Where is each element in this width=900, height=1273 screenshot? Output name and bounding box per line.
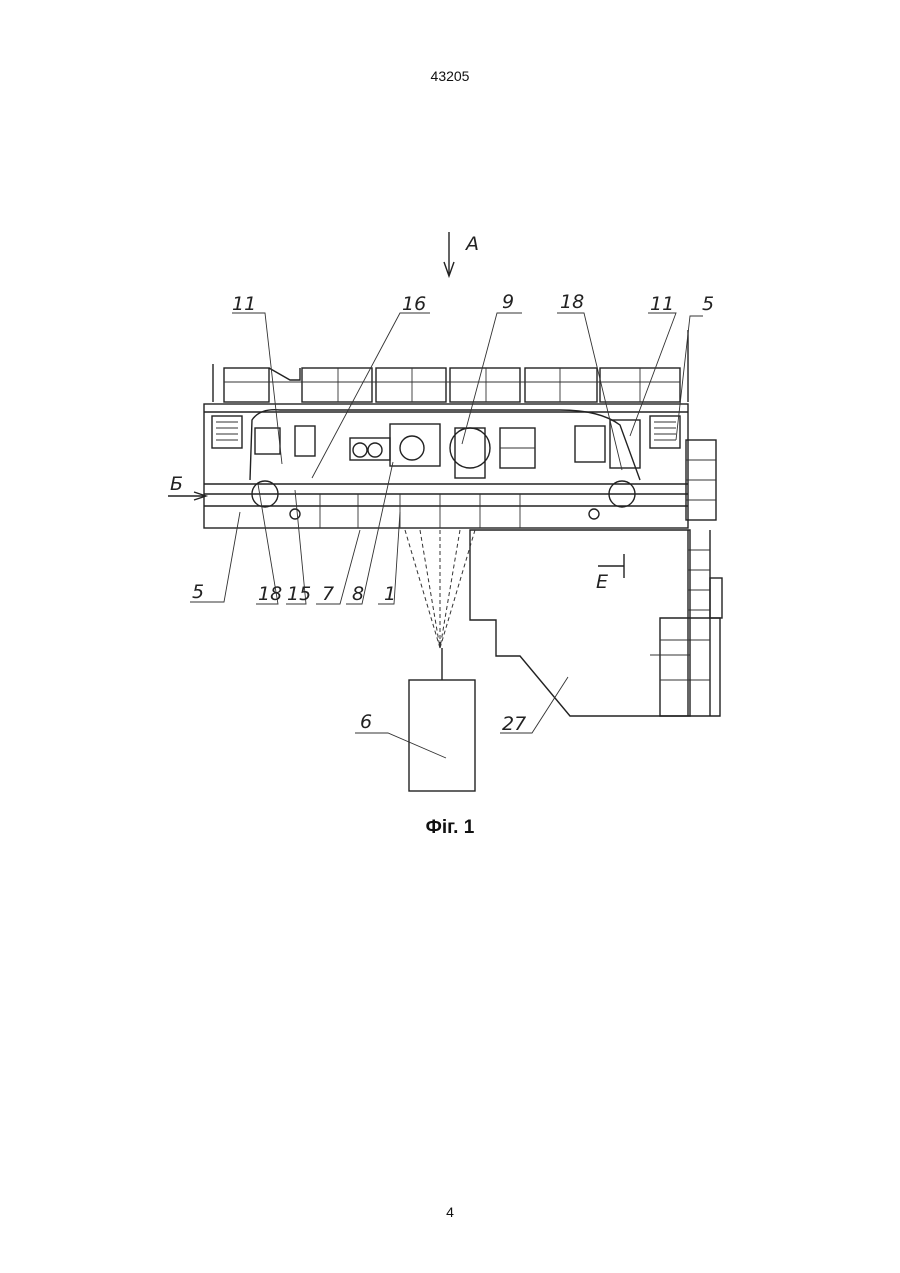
page-number: 4 xyxy=(0,1204,900,1220)
upper-cabins xyxy=(213,330,688,402)
callout-27: 27 xyxy=(502,713,526,735)
view-arrow-a xyxy=(444,232,454,276)
callout-11-left: 11 xyxy=(232,293,256,315)
structure-27 xyxy=(470,530,690,716)
callout-18-bottom: 18 xyxy=(258,583,282,605)
load-block xyxy=(409,680,475,791)
access-ladder xyxy=(650,440,722,716)
hoist-ropes xyxy=(405,530,475,680)
callout-1: 1 xyxy=(384,583,396,605)
callout-18-top: 18 xyxy=(560,291,584,313)
bridge-body xyxy=(204,404,688,528)
callout-8: 8 xyxy=(352,583,364,605)
callout-5-top: 5 xyxy=(702,293,714,315)
view-label-b: Б xyxy=(170,473,183,495)
view-label-a: А xyxy=(464,233,479,255)
callout-5-left: 5 xyxy=(192,581,204,603)
callout-16: 16 xyxy=(402,293,426,315)
callout-15: 15 xyxy=(287,583,311,605)
callout-6: 6 xyxy=(360,711,372,733)
callout-7: 7 xyxy=(322,583,334,605)
callout-9: 9 xyxy=(502,291,514,313)
callout-11-right: 11 xyxy=(650,293,674,315)
figure-caption: Фіг. 1 xyxy=(0,817,900,839)
section-label-e: Е xyxy=(596,571,608,593)
